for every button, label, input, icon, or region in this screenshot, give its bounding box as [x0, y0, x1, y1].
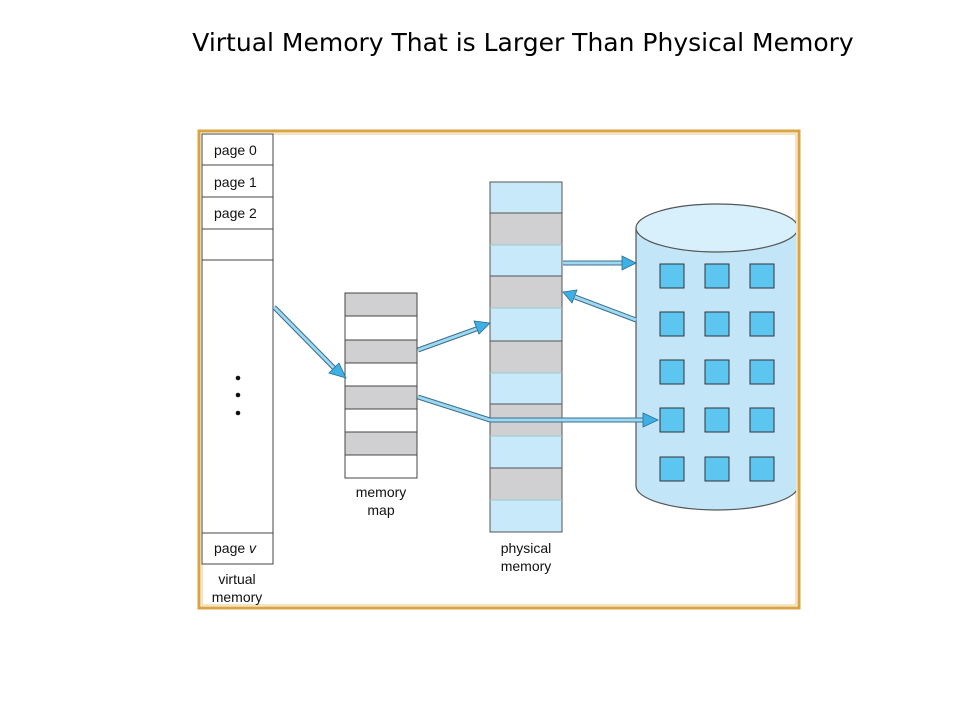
memory-map-caption-line1: memory: [356, 484, 407, 500]
virtual-memory: page 0 page 1 page 2 page v virtual memo…: [201, 133, 274, 605]
physical-memory-caption-line2: memory: [501, 558, 552, 574]
arrow-map-to-physical: [417, 320, 491, 353]
memory-map: memory map: [344, 292, 418, 518]
virtual-page-0-label: page 0: [214, 142, 257, 158]
mapping-arrows: [272, 255, 659, 428]
arrow-virtual-to-map: [272, 305, 347, 379]
arrow-physical-to-disk: [563, 255, 637, 271]
virtual-memory-caption-line2: memory: [212, 589, 263, 605]
arrow-disk-to-physical: [562, 289, 637, 323]
virtual-page-v-label: page v: [214, 540, 257, 556]
virtual-page-1-label: page 1: [214, 174, 257, 190]
page-title: Virtual Memory That is Larger Than Physi…: [192, 28, 854, 57]
virtual-page-2-label: page 2: [214, 205, 257, 221]
physical-memory: physical memory: [489, 181, 563, 574]
disk-blocks: [659, 263, 775, 482]
arrow-map-to-disk: [417, 394, 659, 428]
ellipsis-dots: [235, 375, 241, 416]
memory-map-caption-line2: map: [367, 502, 394, 518]
disk-backing-store: [635, 203, 796, 511]
virtual-memory-caption-line1: virtual: [218, 571, 255, 587]
physical-memory-caption-line1: physical: [501, 540, 552, 556]
